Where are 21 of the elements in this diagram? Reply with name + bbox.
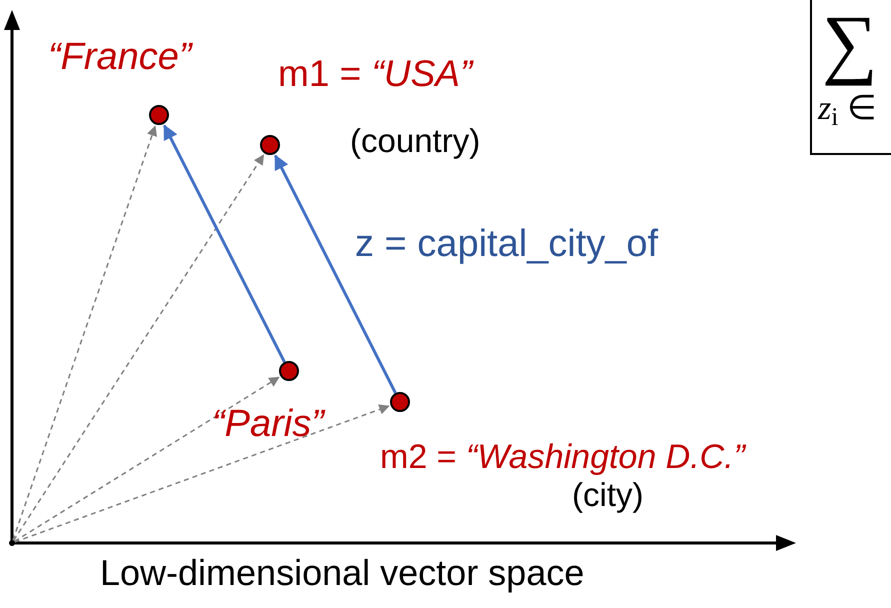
dashed-vector-arrow	[14, 376, 280, 542]
dashed-vector-arrow	[13, 154, 264, 541]
relation-arrow	[274, 154, 397, 394]
point-marker	[390, 392, 410, 412]
point-marker	[149, 105, 169, 125]
origin-point	[9, 540, 15, 546]
point-label: “France”	[48, 38, 192, 76]
point-label: “Paris”	[212, 405, 324, 443]
relation-label: z = capital_city_of	[355, 225, 658, 263]
axis-title: Low-dimensional vector space	[100, 555, 584, 591]
relation-arrow	[163, 124, 286, 363]
point-label: m1 = “USA”	[278, 55, 472, 92]
formula-text: z$_{i}$ ∈	[818, 92, 877, 126]
point-marker	[279, 361, 299, 381]
point-label: (city)	[572, 478, 644, 511]
point-label: m2 = “Washington D.C.”	[380, 440, 746, 474]
dashed-vector-arrow	[14, 404, 390, 543]
point-label: (country)	[350, 124, 480, 157]
point-marker	[260, 135, 280, 155]
formula-box	[810, 0, 891, 155]
dashed-vector-arrow	[12, 125, 157, 540]
